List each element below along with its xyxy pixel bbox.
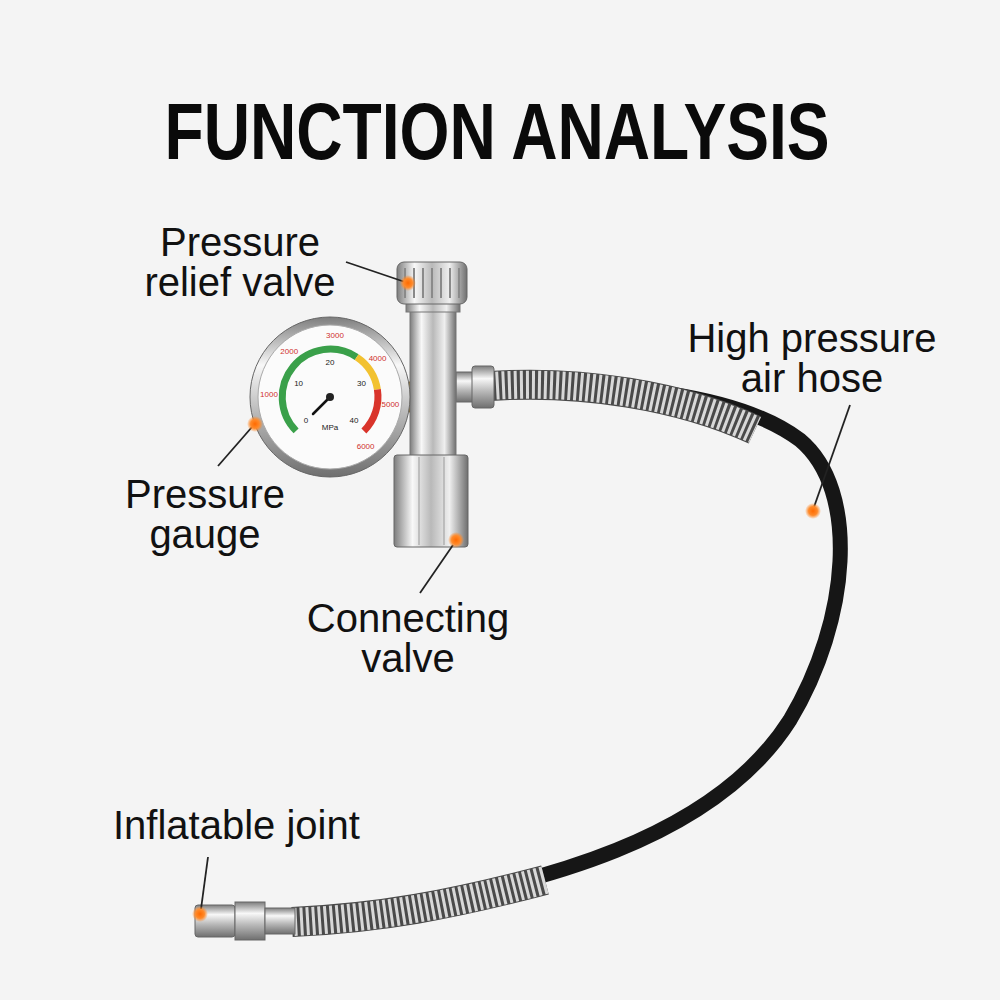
part-label: Pressure gauge (85, 474, 325, 554)
gauge-green-band (282, 349, 356, 431)
gauge-scale-number: 5000 (382, 401, 400, 409)
knurl-line (440, 268, 442, 298)
gauge-scale-number: 40 (350, 417, 359, 425)
outlet-hex (472, 366, 494, 408)
gauge-scale-number: 10 (294, 380, 303, 388)
gauge-bezel (250, 317, 410, 477)
leader-line (814, 405, 850, 507)
gauge-scale-number: 30 (357, 380, 366, 388)
callout-dot (400, 275, 416, 291)
callout-dot (448, 532, 464, 548)
nut-edge (444, 457, 445, 545)
gauge-red-band (364, 390, 378, 431)
joint-hex (235, 902, 265, 940)
joint-ferrule (265, 908, 295, 934)
part-label: Inflatable joint (113, 805, 360, 845)
hose-spring-coils (292, 880, 545, 922)
needle-hub (326, 393, 334, 401)
callout-dot (192, 906, 208, 922)
gauge-scale-number: 3000 (326, 332, 344, 340)
leader-line (346, 262, 405, 282)
connecting-nut (394, 455, 468, 547)
part-label: Connecting valve (283, 598, 533, 678)
hose-spring (490, 385, 755, 430)
nut-edge (419, 457, 420, 545)
leader-line (420, 545, 453, 593)
knurl-line (422, 268, 424, 298)
gauge-scale-number: 2000 (280, 348, 298, 356)
leader-line (218, 427, 252, 466)
gauge-face (258, 325, 402, 469)
callout-dot (247, 416, 263, 432)
gauge-scale-number: 6000 (357, 443, 375, 451)
knurl-line (458, 268, 460, 298)
leader-line (201, 857, 208, 909)
hose-spring-coils (490, 385, 755, 430)
part-label: High pressure air hose (662, 318, 962, 398)
part-label: Pressure relief valve (120, 222, 360, 302)
gauge-scale-number: 0 (304, 417, 308, 425)
callout-dot (805, 503, 821, 519)
gauge-scale-number: 1000 (260, 391, 278, 399)
knurl-line (431, 268, 433, 298)
knurl-line (449, 268, 451, 298)
relief-knob (397, 262, 467, 304)
valve-body (410, 306, 456, 458)
page-title: FUNCTION ANALYSIS (165, 92, 830, 172)
hose-spring (292, 880, 545, 922)
gauge-scale-number: 20 (326, 359, 335, 367)
gauge-unit: MPa (322, 424, 338, 432)
gauge-scale-number: 4000 (369, 355, 387, 363)
